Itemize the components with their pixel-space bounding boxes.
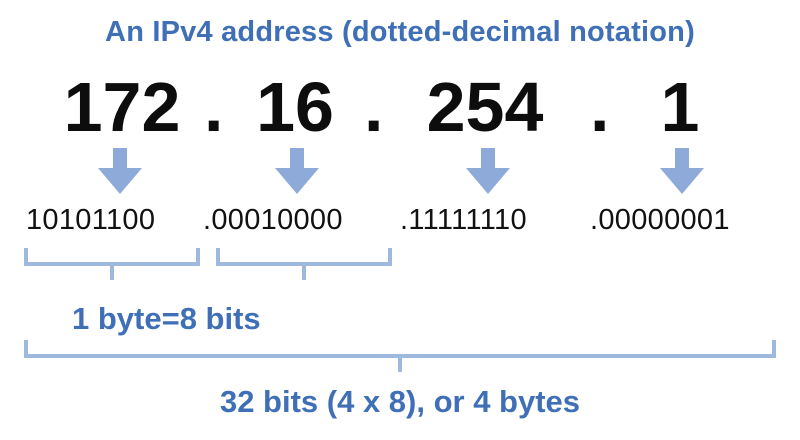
octet-2: 16 xyxy=(256,68,334,146)
down-arrow-icon xyxy=(466,148,510,194)
byte-bracket-1-stem xyxy=(110,262,114,280)
binary-octet-1: 10101100 xyxy=(26,204,156,236)
binary-octet-3: .11111110 xyxy=(400,204,527,236)
octet-4: 1 xyxy=(660,68,700,146)
diagram-title: An IPv4 address (dotted-decimal notation… xyxy=(105,16,695,48)
byte-label: 1 byte=8 bits xyxy=(72,301,261,336)
byte-bracket-2 xyxy=(216,248,392,280)
total-bracket xyxy=(24,340,776,372)
binary-octet-4: .00000001 xyxy=(590,204,730,236)
byte-bracket-2-stem xyxy=(302,262,306,280)
octet-1: 172 xyxy=(63,68,181,146)
octet-separator-2: . xyxy=(364,68,384,146)
down-arrow-icon xyxy=(660,148,704,194)
octet-separator-1: . xyxy=(204,68,224,146)
byte-bracket-1 xyxy=(24,248,200,280)
down-arrow-icon xyxy=(98,148,142,194)
down-arrow-icon xyxy=(275,148,319,194)
total-label: 32 bits (4 x 8), or 4 bytes xyxy=(219,384,581,419)
total-bracket-stem xyxy=(398,354,402,372)
binary-octet-2: .00010000 xyxy=(203,204,343,236)
octet-separator-3: . xyxy=(590,68,610,146)
octet-3: 254 xyxy=(426,68,544,146)
